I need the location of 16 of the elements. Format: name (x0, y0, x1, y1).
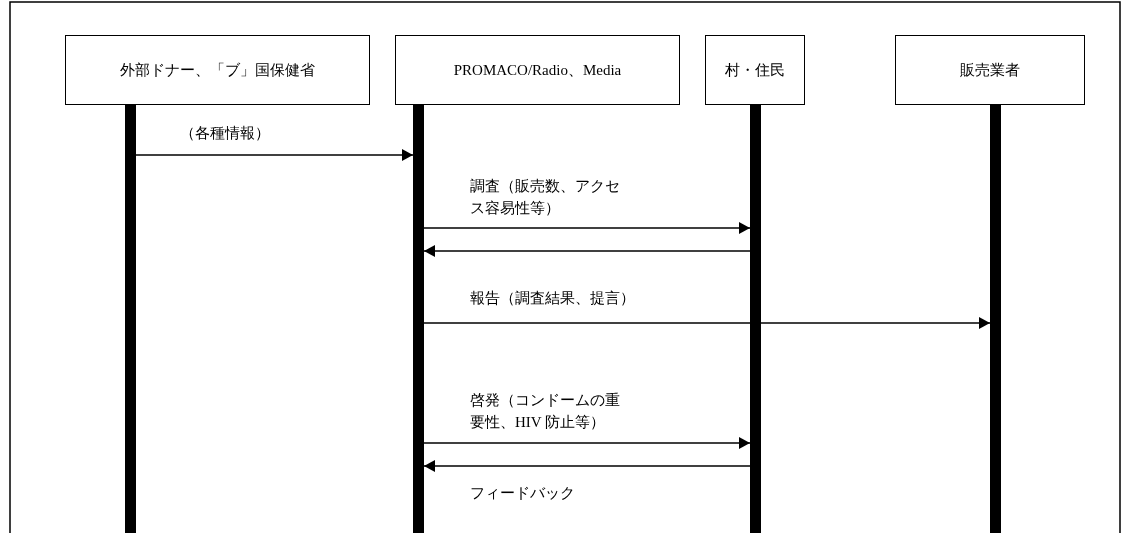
lifeline-bar (125, 105, 136, 533)
lifeline-bar (990, 105, 1001, 533)
participant-box: 外部ドナー、「ブ」国保健省 (65, 35, 370, 105)
lifeline-bar (750, 105, 761, 533)
arrow (423, 222, 751, 234)
arrow (423, 317, 991, 329)
arrow (135, 149, 414, 161)
arrow (423, 460, 751, 472)
participant-box: 販売業者 (895, 35, 1085, 105)
arrow (423, 437, 751, 449)
edge-label: 啓発（コンドームの重要性、HIV 防止等） (470, 389, 622, 433)
lifeline-bar (413, 105, 424, 533)
participant-box: 村・住民 (705, 35, 805, 105)
arrow (423, 245, 751, 257)
edge-label: 調査（販売数、アクセス容易性等） (470, 175, 622, 219)
participant-box: PROMACO/Radio、Media (395, 35, 680, 105)
